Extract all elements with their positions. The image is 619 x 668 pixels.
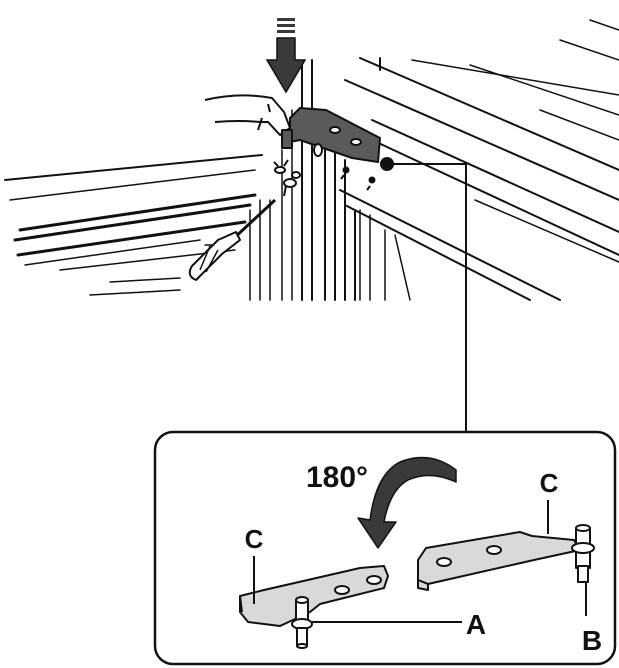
detail-leader — [380, 157, 467, 432]
hand-icon — [204, 94, 291, 136]
callout-c-right: C — [540, 468, 559, 498]
hinge-rotated — [239, 565, 389, 649]
appliance-top-scene — [4, 19, 619, 301]
curved-arrow-icon — [357, 456, 457, 549]
screwdriver-icon — [188, 198, 277, 281]
callout-leaders — [253, 500, 587, 623]
rotation-angle-label: 180° — [306, 461, 368, 494]
down-arrow-icon — [265, 18, 307, 94]
callout-c-left: C — [245, 524, 264, 554]
screw-icon — [273, 159, 301, 197]
callout-a: A — [466, 609, 486, 640]
top-hinge — [281, 107, 381, 191]
callout-b: B — [582, 625, 602, 656]
hinge-original — [417, 524, 595, 591]
